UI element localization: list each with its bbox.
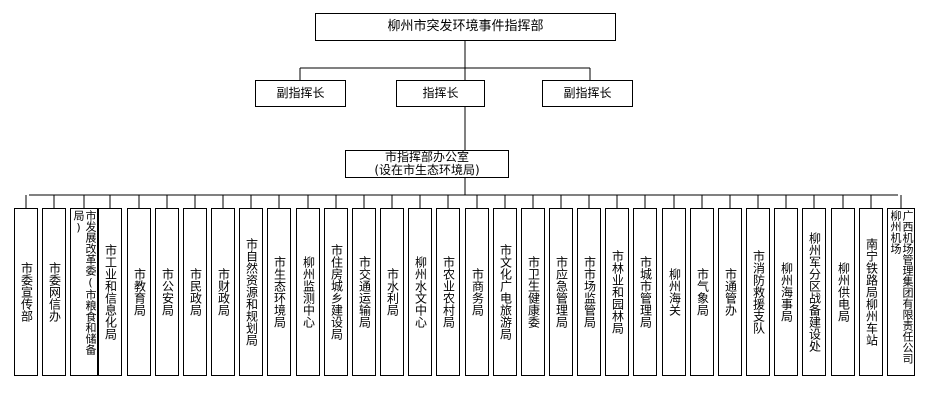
- member-unit-box: 市气象局: [690, 208, 714, 376]
- member-unit-box: 市财政局: [211, 208, 235, 376]
- commander-label: 指挥长: [422, 86, 459, 100]
- member-unit-name: 市商务局: [470, 268, 485, 316]
- member-unit-box: 柳州供电局: [831, 208, 855, 376]
- member-unit-name: 市水利局: [385, 268, 400, 316]
- deputy-commander-right-box: 副指挥长: [542, 80, 633, 107]
- member-unit-name: 市教育局: [132, 268, 147, 316]
- member-unit-box: 柳州海事局: [774, 208, 798, 376]
- member-unit-box: 柳州军分区战备建设处: [802, 208, 826, 376]
- member-unit-box: 市工业和信息化局: [98, 208, 122, 376]
- member-unit-box: 市市场监管局: [577, 208, 601, 376]
- member-unit-name: 市生态环境局: [272, 256, 287, 328]
- member-unit-name: 市交通运输局: [357, 256, 372, 328]
- member-unit-box: 市农业农村局: [436, 208, 460, 376]
- command-office-location: (设在市生态环境局): [374, 163, 480, 177]
- member-unit-name: 市通管办: [723, 268, 738, 316]
- member-unit-box: 市公安局: [155, 208, 179, 376]
- member-unit-name: 市财政局: [216, 268, 231, 316]
- member-unit-box: 市城市管理局: [633, 208, 657, 376]
- member-unit-box: 市委宣传部: [14, 208, 38, 376]
- member-unit-box: 南宁铁路局柳州车站: [859, 208, 883, 376]
- member-unit-box: 市交通运输局: [352, 208, 376, 376]
- member-unit-name: 市公安局: [160, 268, 175, 316]
- member-unit-name: 柳州海事局: [779, 262, 794, 322]
- member-unit-box: 市林业和园林局: [605, 208, 629, 376]
- headquarters-box: 柳州市突发环境事件指挥部: [315, 13, 616, 41]
- member-unit-box: 柳州监测中心: [296, 208, 320, 376]
- member-unit-box: 市自然资源和规划局: [239, 208, 263, 376]
- member-unit-name: 市委宣传部: [19, 262, 34, 322]
- member-unit-box: 市水利局: [380, 208, 404, 376]
- member-unit-name: 市卫生健康委: [526, 256, 541, 328]
- member-unit-name: 市城市管理局: [638, 256, 653, 328]
- commander-box: 指挥长: [396, 80, 485, 107]
- member-unit-name: 柳州监测中心: [301, 256, 316, 328]
- member-unit-name: 柳州海关: [667, 268, 682, 316]
- member-unit-name: 市消防救援支队: [751, 250, 766, 334]
- member-unit-name: 市发展改革委(市粮食和储备局): [72, 210, 97, 355]
- member-unit-name: 广西机场管理集团有限责任公司柳州机场: [889, 210, 914, 364]
- member-unit-box: 市教育局: [127, 208, 151, 376]
- member-unit-name: 柳州水文中心: [413, 256, 428, 328]
- member-unit-name: 柳州供电局: [836, 262, 851, 322]
- member-unit-name: 市农业农村局: [441, 256, 456, 328]
- member-unit-box: 市卫生健康委: [521, 208, 545, 376]
- member-unit-box: 市生态环境局: [267, 208, 291, 376]
- member-unit-name: 市气象局: [695, 268, 710, 316]
- member-unit-name: 市民政局: [188, 268, 203, 316]
- member-unit-name: 市工业和信息化局: [103, 244, 118, 340]
- member-unit-box: 市通管办: [718, 208, 742, 376]
- member-unit-name: 柳州军分区战备建设处: [807, 232, 822, 352]
- member-unit-name: 市自然资源和规划局: [244, 238, 259, 346]
- member-unit-box: 市消防救援支队: [746, 208, 770, 376]
- member-unit-name: 市市场监管局: [582, 256, 597, 328]
- command-office-box: 市指挥部办公室 (设在市生态环境局): [345, 150, 509, 178]
- member-unit-box: 市住房城乡建设局: [324, 208, 348, 376]
- member-unit-box: 广西机场管理集团有限责任公司柳州机场: [887, 208, 915, 376]
- member-unit-box: 柳州水文中心: [408, 208, 432, 376]
- member-unit-name: 市文化广电旅游局: [498, 244, 513, 340]
- member-unit-name: 市委网信办: [47, 262, 62, 322]
- member-unit-box: 市应急管理局: [549, 208, 573, 376]
- member-unit-box: 市民政局: [183, 208, 207, 376]
- deputy-commander-left-label: 副指挥长: [276, 86, 325, 100]
- deputy-commander-left-box: 副指挥长: [255, 80, 346, 107]
- headquarters-title: 柳州市突发环境事件指挥部: [387, 18, 544, 34]
- member-unit-box: 市发展改革委(市粮食和储备局): [70, 208, 98, 376]
- member-unit-name: 市住房城乡建设局: [329, 244, 344, 340]
- command-office-name: 市指挥部办公室: [384, 150, 469, 164]
- member-unit-box: 市文化广电旅游局: [493, 208, 517, 376]
- member-unit-box: 市委网信办: [42, 208, 66, 376]
- member-unit-name: 南宁铁路局柳州车站: [864, 238, 879, 346]
- member-unit-box: 柳州海关: [662, 208, 686, 376]
- member-unit-name: 市应急管理局: [554, 256, 569, 328]
- deputy-commander-right-label: 副指挥长: [563, 86, 612, 100]
- member-unit-name: 市林业和园林局: [610, 250, 625, 334]
- member-unit-box: 市商务局: [465, 208, 489, 376]
